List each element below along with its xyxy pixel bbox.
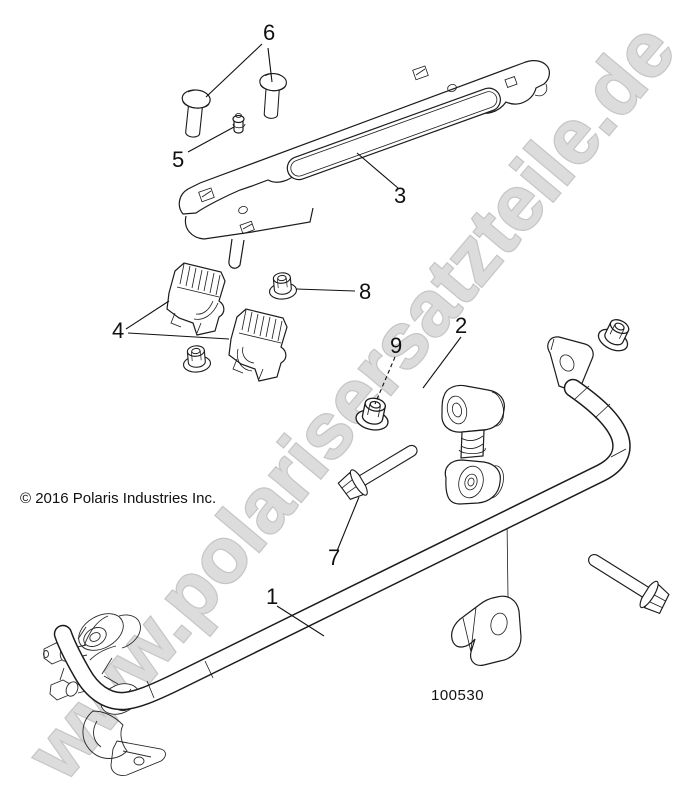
mount-tab-bracket (451, 595, 522, 666)
callout-label-8: 8 (359, 279, 371, 304)
stabilizer-bar (53, 336, 631, 711)
leader-lines (125, 43, 462, 637)
leader-3 (356, 152, 399, 189)
tab-connector-line (506, 520, 509, 598)
leader-8 (295, 288, 356, 292)
leader-5 (187, 126, 235, 153)
leader-9 (374, 356, 396, 405)
bar-section-lines (146, 385, 627, 699)
bar-end-tab (547, 336, 594, 394)
callout-label-3: 3 (394, 183, 406, 208)
bracket-tab (228, 238, 245, 269)
stabilizer-link (441, 384, 505, 505)
leader-6 (205, 43, 273, 98)
small-fitting (232, 113, 246, 134)
leader-4 (125, 300, 230, 340)
callout-label-9: 9 (390, 333, 402, 358)
leader-2 (422, 336, 462, 389)
bushing-clamp-upper (166, 262, 226, 336)
bushing-clamp-lower (228, 308, 288, 382)
callout-label-4: 4 (112, 318, 124, 343)
bracket-plate (178, 60, 550, 269)
callout-label-6: 6 (263, 20, 275, 45)
callout-label-1: 1 (266, 584, 278, 609)
copyright-text: © 2016 Polaris Industries Inc. (20, 490, 216, 507)
callout-label-7: 7 (328, 545, 340, 570)
callout-label-5: 5 (172, 147, 184, 172)
bracket-square-holes (198, 65, 518, 235)
figure-number: 100530 (431, 687, 484, 704)
leader-7 (336, 496, 360, 552)
leader-1 (276, 605, 325, 637)
callout-label-2: 2 (455, 313, 467, 338)
